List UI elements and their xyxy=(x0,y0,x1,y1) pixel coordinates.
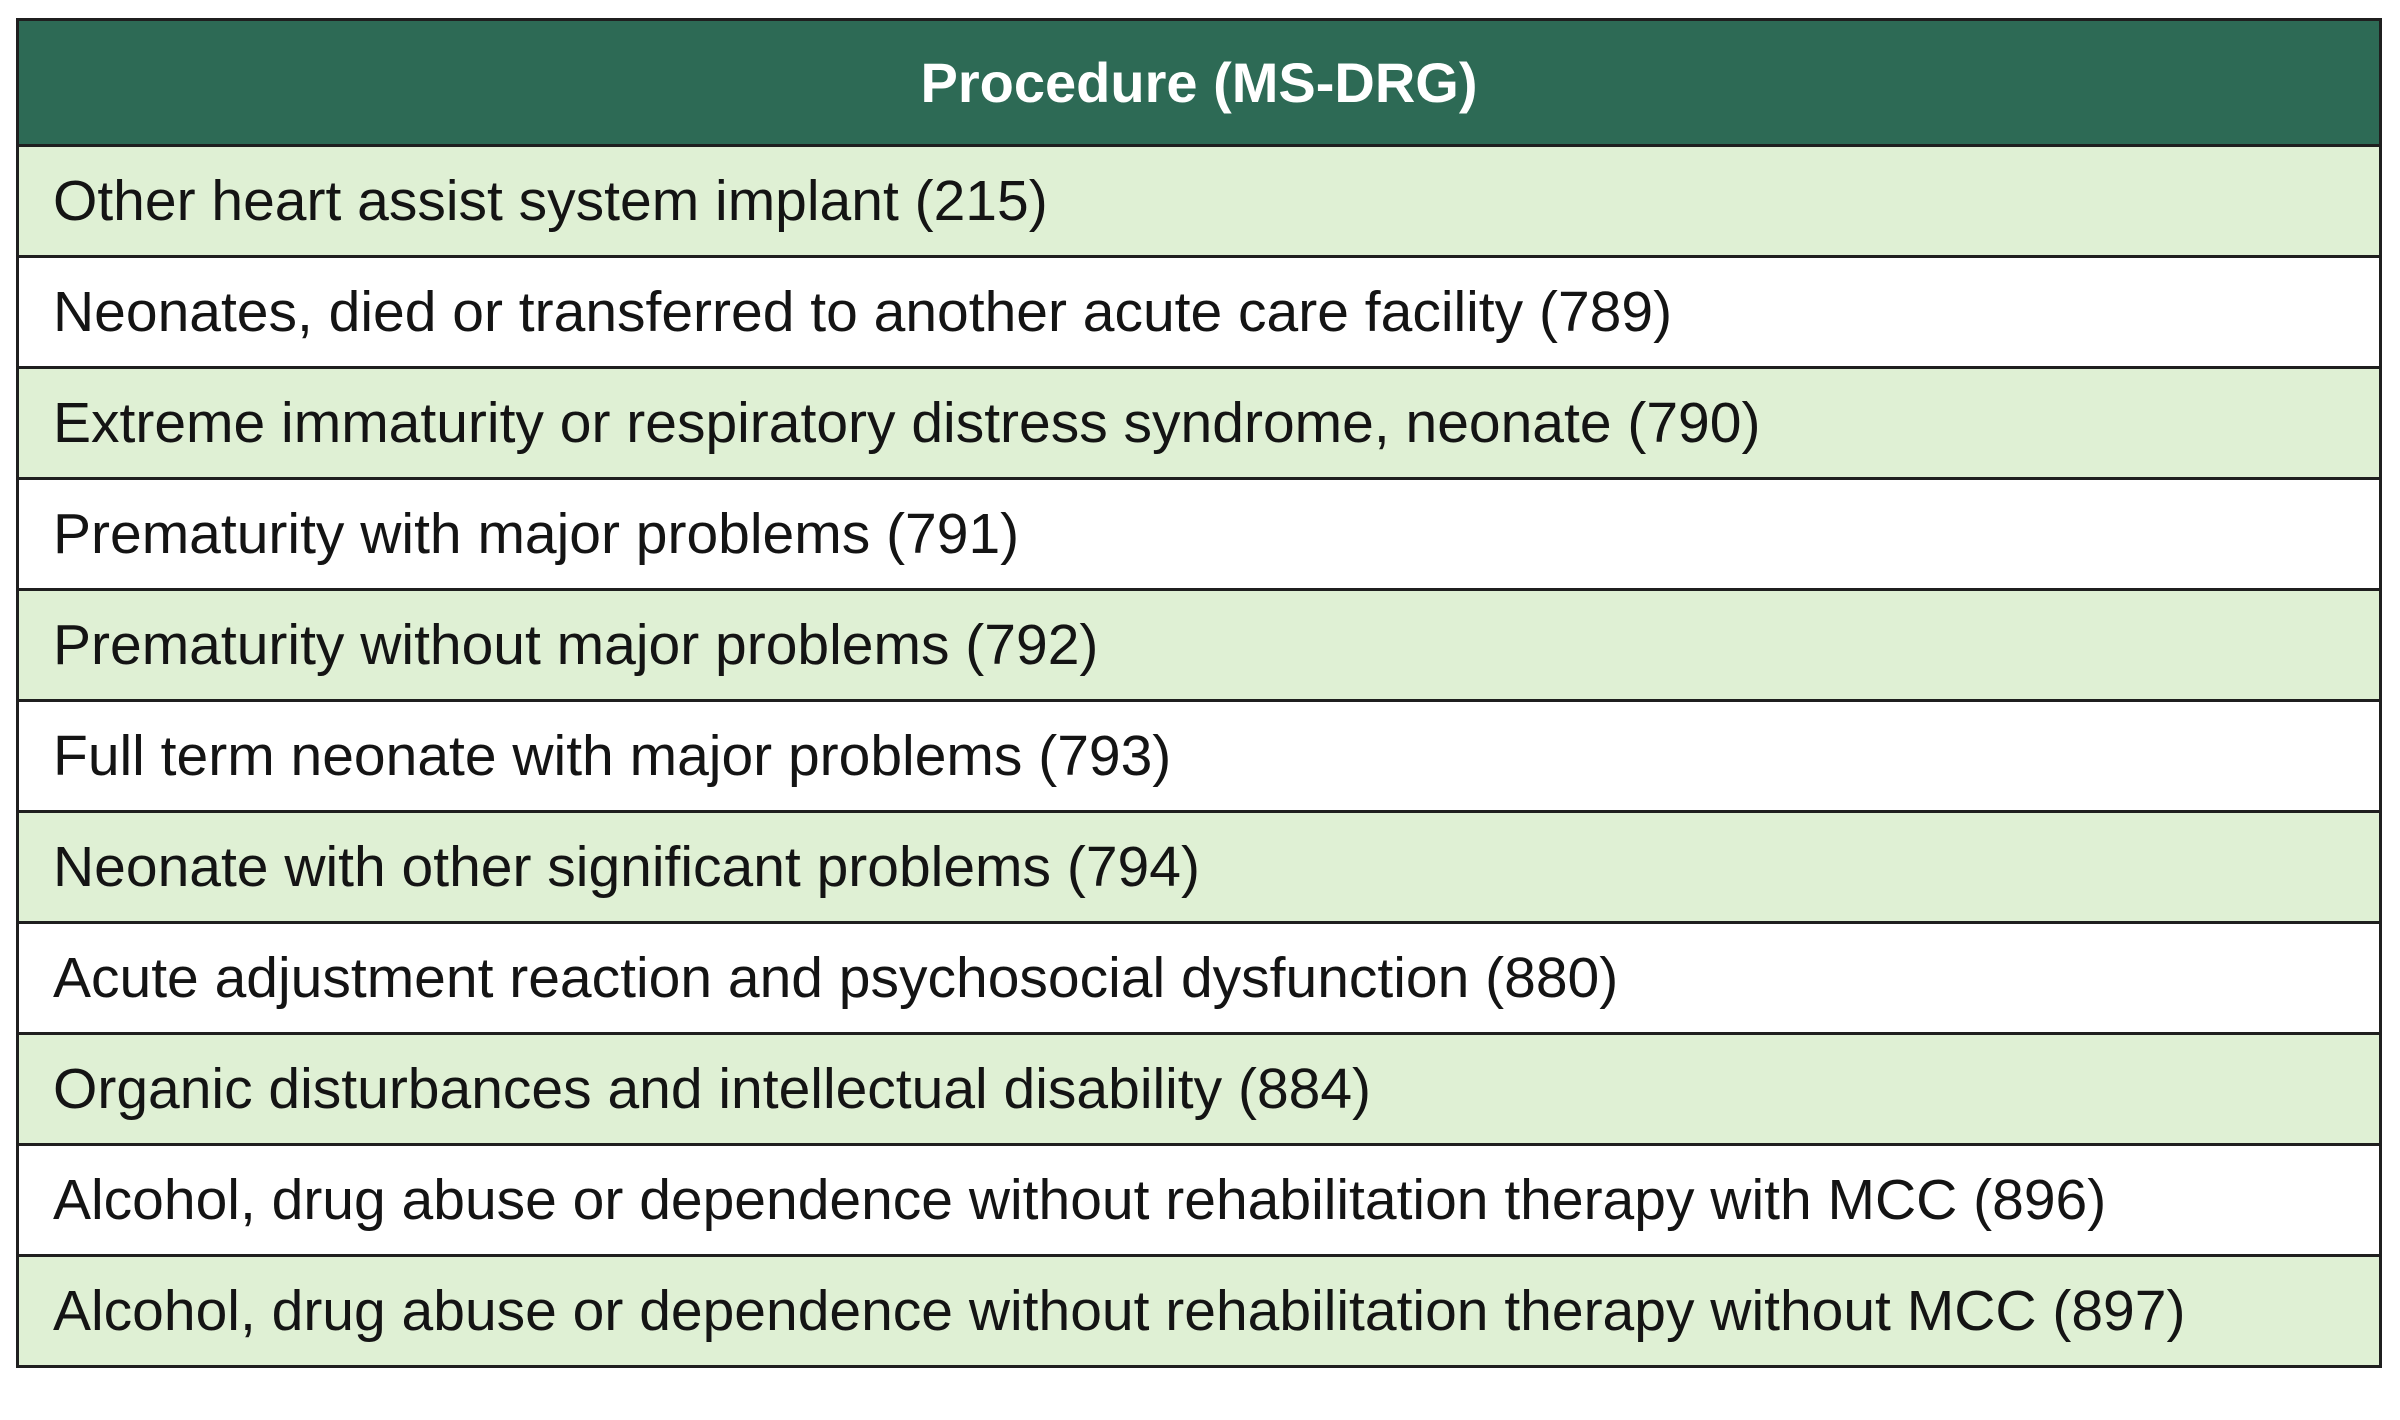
table-row: Neonates, died or transferred to another… xyxy=(16,255,2382,369)
table-row: Prematurity without major problems (792) xyxy=(16,588,2382,702)
procedure-cell: Other heart assist system implant (215) xyxy=(16,144,2382,258)
procedure-cell: Alcohol, drug abuse or dependence withou… xyxy=(16,1254,2382,1368)
procedure-cell: Neonate with other significant problems … xyxy=(16,810,2382,924)
table-row: Extreme immaturity or respiratory distre… xyxy=(16,366,2382,480)
table-header-row: Procedure (MS-DRG) xyxy=(16,18,2382,147)
table-row: Alcohol, drug abuse or dependence withou… xyxy=(16,1254,2382,1368)
column-header-procedure: Procedure (MS-DRG) xyxy=(16,18,2382,147)
table-row: Acute adjustment reaction and psychosoci… xyxy=(16,921,2382,1035)
procedure-table-container: Procedure (MS-DRG) Other heart assist sy… xyxy=(16,18,2382,1368)
table-row: Prematurity with major problems (791) xyxy=(16,477,2382,591)
procedure-cell: Extreme immaturity or respiratory distre… xyxy=(16,366,2382,480)
procedure-cell: Acute adjustment reaction and psychosoci… xyxy=(16,921,2382,1035)
table-row: Organic disturbances and intellectual di… xyxy=(16,1032,2382,1146)
procedure-cell: Prematurity with major problems (791) xyxy=(16,477,2382,591)
procedure-cell: Alcohol, drug abuse or dependence withou… xyxy=(16,1143,2382,1257)
procedure-table: Procedure (MS-DRG) Other heart assist sy… xyxy=(16,18,2382,1368)
table-row: Other heart assist system implant (215) xyxy=(16,144,2382,258)
procedure-cell: Neonates, died or transferred to another… xyxy=(16,255,2382,369)
procedure-cell: Organic disturbances and intellectual di… xyxy=(16,1032,2382,1146)
procedure-cell: Prematurity without major problems (792) xyxy=(16,588,2382,702)
table-row: Full term neonate with major problems (7… xyxy=(16,699,2382,813)
procedure-cell: Full term neonate with major problems (7… xyxy=(16,699,2382,813)
table-row: Neonate with other significant problems … xyxy=(16,810,2382,924)
table-row: Alcohol, drug abuse or dependence withou… xyxy=(16,1143,2382,1257)
